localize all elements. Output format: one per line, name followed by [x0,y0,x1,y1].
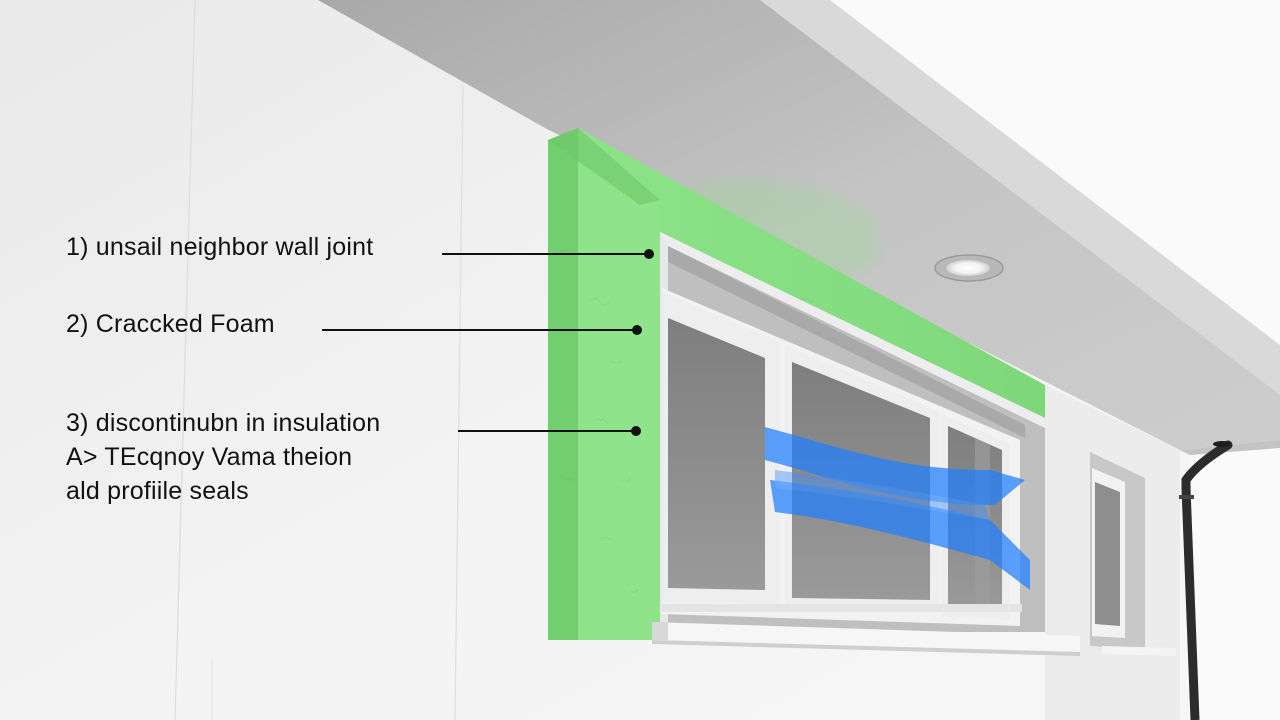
callout-2-text: Craccked Foam [95,310,275,338]
window-sill [652,622,1080,652]
callout-3-line: 3) discontinubn in insulation [66,406,380,440]
note-line-1: A> TEcqnoy Vama theion [66,443,353,471]
leader-lines [322,253,649,432]
callout-1-number: 1) [66,233,89,261]
soffit-downlight-icon [934,254,1004,282]
callout-3-marker [631,426,641,436]
note-line-2: ald profiile seals [66,477,249,505]
callout-2-label: 2) Craccked Foam [66,307,275,341]
callout-1-marker [644,249,654,259]
foam-header [578,128,1045,418]
downpipe-icon [1179,440,1233,720]
callout-1-text: unsail neighbor wall joint [95,233,374,261]
callout-1-label: 1) unsail neighbor wall joint [66,230,373,264]
callout-2-number: 2) [66,310,89,338]
foam-jamb-face [578,128,660,640]
airflow-arrows-icon [765,427,1030,590]
roof-fascia [760,0,1280,395]
leader-dots [631,249,654,436]
callout-2-marker [632,325,642,335]
callout-3-text: discontinubn in insulation [95,409,381,437]
small-window [1090,452,1176,656]
callout-3-number: 3) [66,409,89,437]
foam-jamb-side [548,128,578,640]
callout-3-label: 3) discontinubn in insulation A> TEcqnoy… [66,406,380,508]
